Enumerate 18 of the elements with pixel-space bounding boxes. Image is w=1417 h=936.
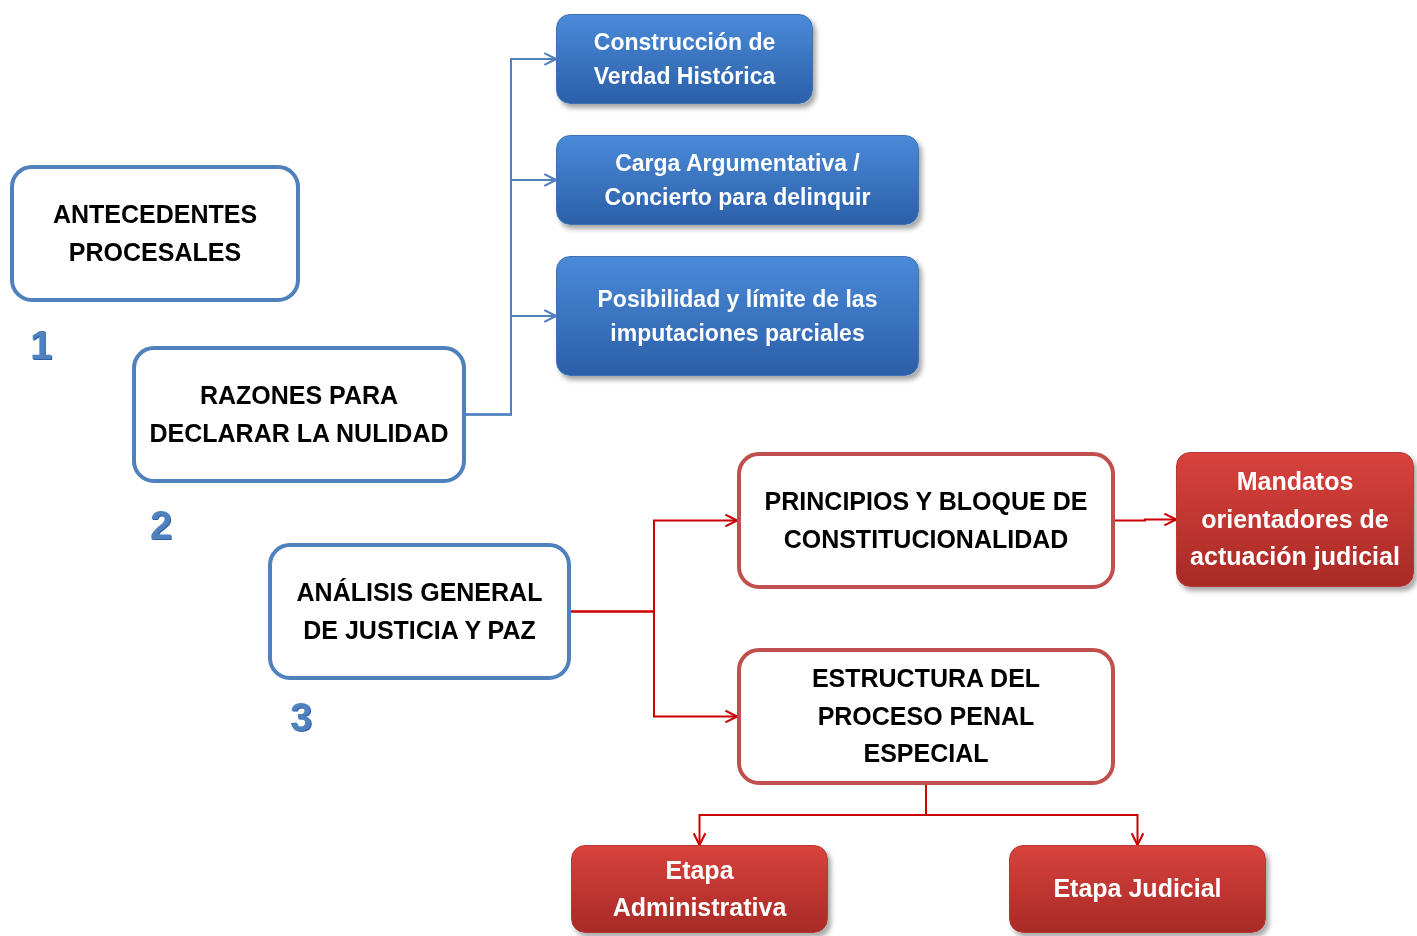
process-box: Carga Argumentativa / Concierto para delinquir xyxy=(556,135,919,225)
process-box: ANÁLISIS GENERAL DE JUSTICIA Y PAZ xyxy=(268,543,571,680)
process-box: Etapa Judicial xyxy=(1009,845,1266,933)
process-box: Construcción de Verdad Histórica xyxy=(556,14,813,104)
step-number: 2 xyxy=(150,505,173,545)
process-box: Mandatos orientadores de actuación judicial xyxy=(1176,452,1414,587)
connector-arrow xyxy=(465,309,558,416)
process-box: PRINCIPIOS Y BLOQUE DE CONSTITUCIONALIDAD xyxy=(737,452,1115,589)
process-box: Posibilidad y límite de las imputaciones parciales xyxy=(556,256,919,376)
step-number: 1 xyxy=(30,325,53,365)
process-box: Etapa Administrativa xyxy=(571,845,828,933)
process-box: RAZONES PARA DECLARAR LA NULIDAD xyxy=(132,346,466,483)
connector-arrow xyxy=(570,610,739,724)
step-number: 3 xyxy=(290,697,313,737)
connector-arrow xyxy=(1114,512,1178,527)
connector-arrow xyxy=(925,784,1145,847)
process-box: ESTRUCTURA DEL PROCESO PENAL ESPECIAL xyxy=(737,648,1115,785)
process-box: ANTECEDENTES PROCESALES xyxy=(10,165,300,302)
